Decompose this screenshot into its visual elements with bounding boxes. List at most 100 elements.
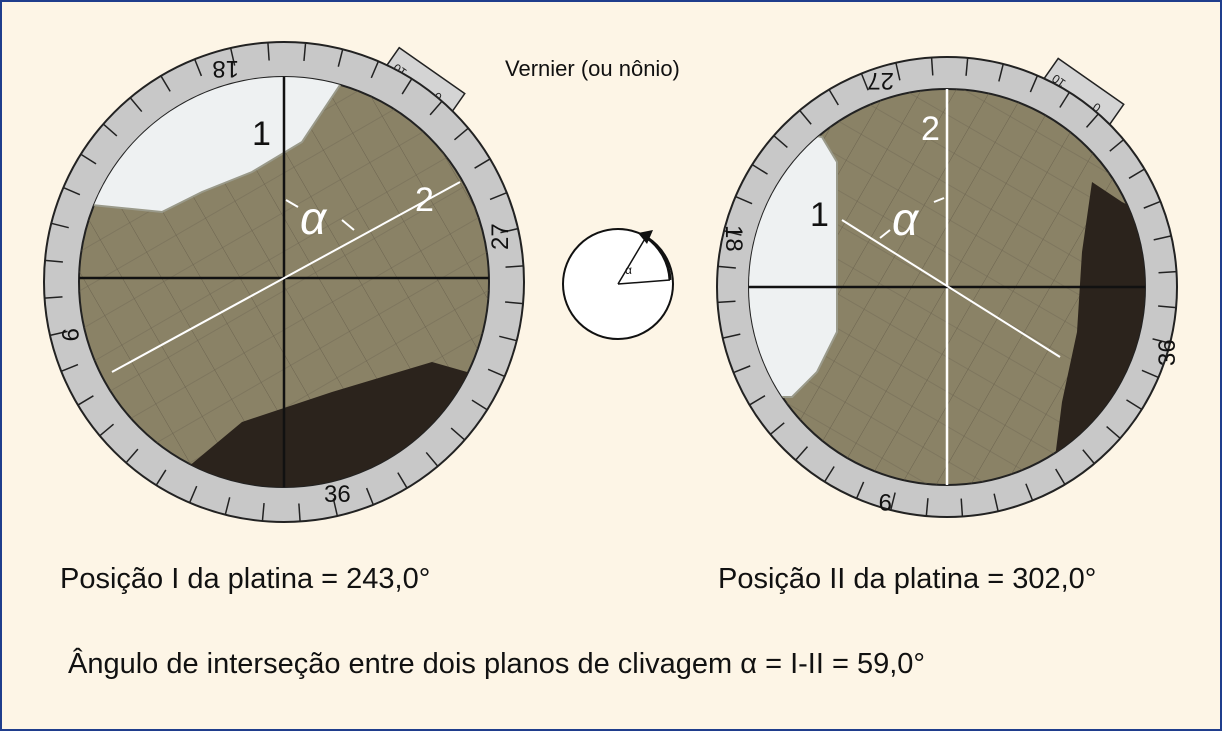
rotation-radius-1 [617, 236, 647, 285]
right-scale-tick [1029, 75, 1039, 93]
right-scale-tick [1025, 483, 1034, 501]
right-cleavage-trace-1 [841, 219, 1061, 358]
right-scale-tick [998, 63, 1004, 82]
left-scale-tick [489, 192, 508, 201]
left-scale-tick [63, 186, 81, 196]
left-angle-arrow-right [341, 219, 355, 231]
left-scale-tick [77, 395, 94, 406]
right-scale-tick [717, 300, 736, 304]
right-scale-tick [1128, 168, 1145, 179]
left-stage: 10 0 1 2 α 18 27 36 9 [43, 41, 525, 523]
left-scale-tick [397, 472, 408, 489]
right-scale-tick [1152, 338, 1171, 344]
left-scale-tick [261, 503, 265, 522]
left-scale-tick [99, 423, 115, 437]
right-scale-tick [1082, 449, 1095, 465]
right-scale-tick [1126, 399, 1143, 411]
left-scale-label-9: 9 [56, 328, 83, 341]
right-scale-tick [1158, 305, 1177, 309]
rotation-icon: α [562, 228, 674, 340]
right-scale-tick [930, 57, 934, 76]
right-scale-tick [769, 422, 785, 435]
left-cleavage-trace-2 [111, 181, 461, 373]
center-angle-symbol: α [625, 263, 632, 277]
right-scale-label-36: 36 [1154, 339, 1181, 366]
left-scale-tick [298, 503, 301, 522]
right-scale-label-9: 9 [879, 488, 892, 515]
left-scale-tick [500, 227, 519, 234]
rotation-radius-2 [617, 279, 671, 285]
left-scale-tick [471, 399, 488, 411]
left-line-label-1: 1 [252, 115, 271, 153]
left-scale-tick [60, 363, 79, 372]
left-scale-tick [102, 123, 118, 137]
right-stage: 10 0 1 2 α 27 18 36 9 [716, 56, 1181, 518]
right-scale-tick [751, 163, 768, 175]
left-scale-tick [267, 42, 270, 61]
left-scale-tick [425, 451, 439, 467]
left-angle-arrow-left [285, 199, 299, 208]
left-scale-tick [401, 78, 413, 95]
right-scale-tick [823, 466, 835, 483]
right-scale-tick [965, 57, 969, 76]
right-scale-tick [1153, 235, 1172, 241]
right-scale-tick [960, 498, 964, 517]
left-scale-tick [188, 485, 198, 503]
right-scale-tick [733, 365, 751, 374]
right-scale-tick [1106, 425, 1121, 439]
right-scale-tick [735, 195, 753, 205]
left-scale-tick [125, 448, 139, 464]
right-scale-tick [890, 492, 896, 511]
vernier-label: Vernier (ou nônio) [505, 56, 680, 81]
right-scale-tick [717, 265, 736, 269]
result-caption: Ângulo de interseção entre dois planos d… [68, 648, 925, 680]
left-scale-tick [429, 100, 443, 116]
left-scale-tick [129, 97, 143, 113]
left-scale-tick [80, 153, 97, 165]
right-scale-ticks [717, 57, 1177, 517]
left-scale-tick [49, 330, 68, 337]
right-scale-tick [895, 62, 901, 81]
right-scale-tick [799, 109, 812, 125]
left-scale-tick [303, 42, 307, 61]
left-scale-tick [370, 61, 380, 79]
left-scale-tick [332, 498, 339, 517]
right-angle-arrow-left [879, 229, 891, 239]
left-scale-tick [474, 158, 491, 169]
right-scale-tick [723, 230, 742, 236]
left-scale-label-27: 27 [487, 223, 514, 250]
left-scale-label-36: 36 [324, 481, 351, 508]
left-scale-tick [505, 265, 524, 268]
left-scale-tick [51, 222, 69, 229]
right-scale-tick [993, 493, 999, 512]
left-scale-tick [453, 127, 469, 141]
right-line-label-1: 1 [810, 196, 829, 234]
right-line-label-2: 2 [921, 110, 940, 148]
left-scale-tick [487, 368, 505, 378]
right-scale-tick [925, 498, 929, 517]
left-scale-tick [224, 497, 231, 515]
right-scale-tick [1059, 91, 1071, 108]
left-scale-tick [505, 301, 524, 305]
right-scale-tick [795, 446, 809, 461]
left-scale-tick [450, 427, 466, 441]
position-1-caption: Posição I da platina = 243,0° [60, 563, 431, 595]
left-scale-tick [499, 335, 517, 342]
left-scale-tick [337, 49, 344, 67]
right-angle-arrow-right [933, 197, 945, 203]
right-scale-tick [1109, 139, 1125, 152]
right-scale-tick [773, 135, 788, 149]
left-scale-tick [155, 469, 167, 486]
left-scale-tick [229, 47, 236, 66]
right-scale-tick [860, 73, 869, 91]
right-scale-tick [1085, 113, 1099, 128]
left-angle-symbol: α [300, 192, 328, 244]
rotation-arrow-icon [638, 230, 653, 244]
right-scale-tick [855, 481, 865, 499]
position-2-caption: Posição II da platina = 302,0° [718, 563, 1097, 595]
left-scale-ticks [44, 42, 524, 522]
right-scale-tick [828, 89, 839, 106]
left-scale-tick [194, 58, 203, 77]
